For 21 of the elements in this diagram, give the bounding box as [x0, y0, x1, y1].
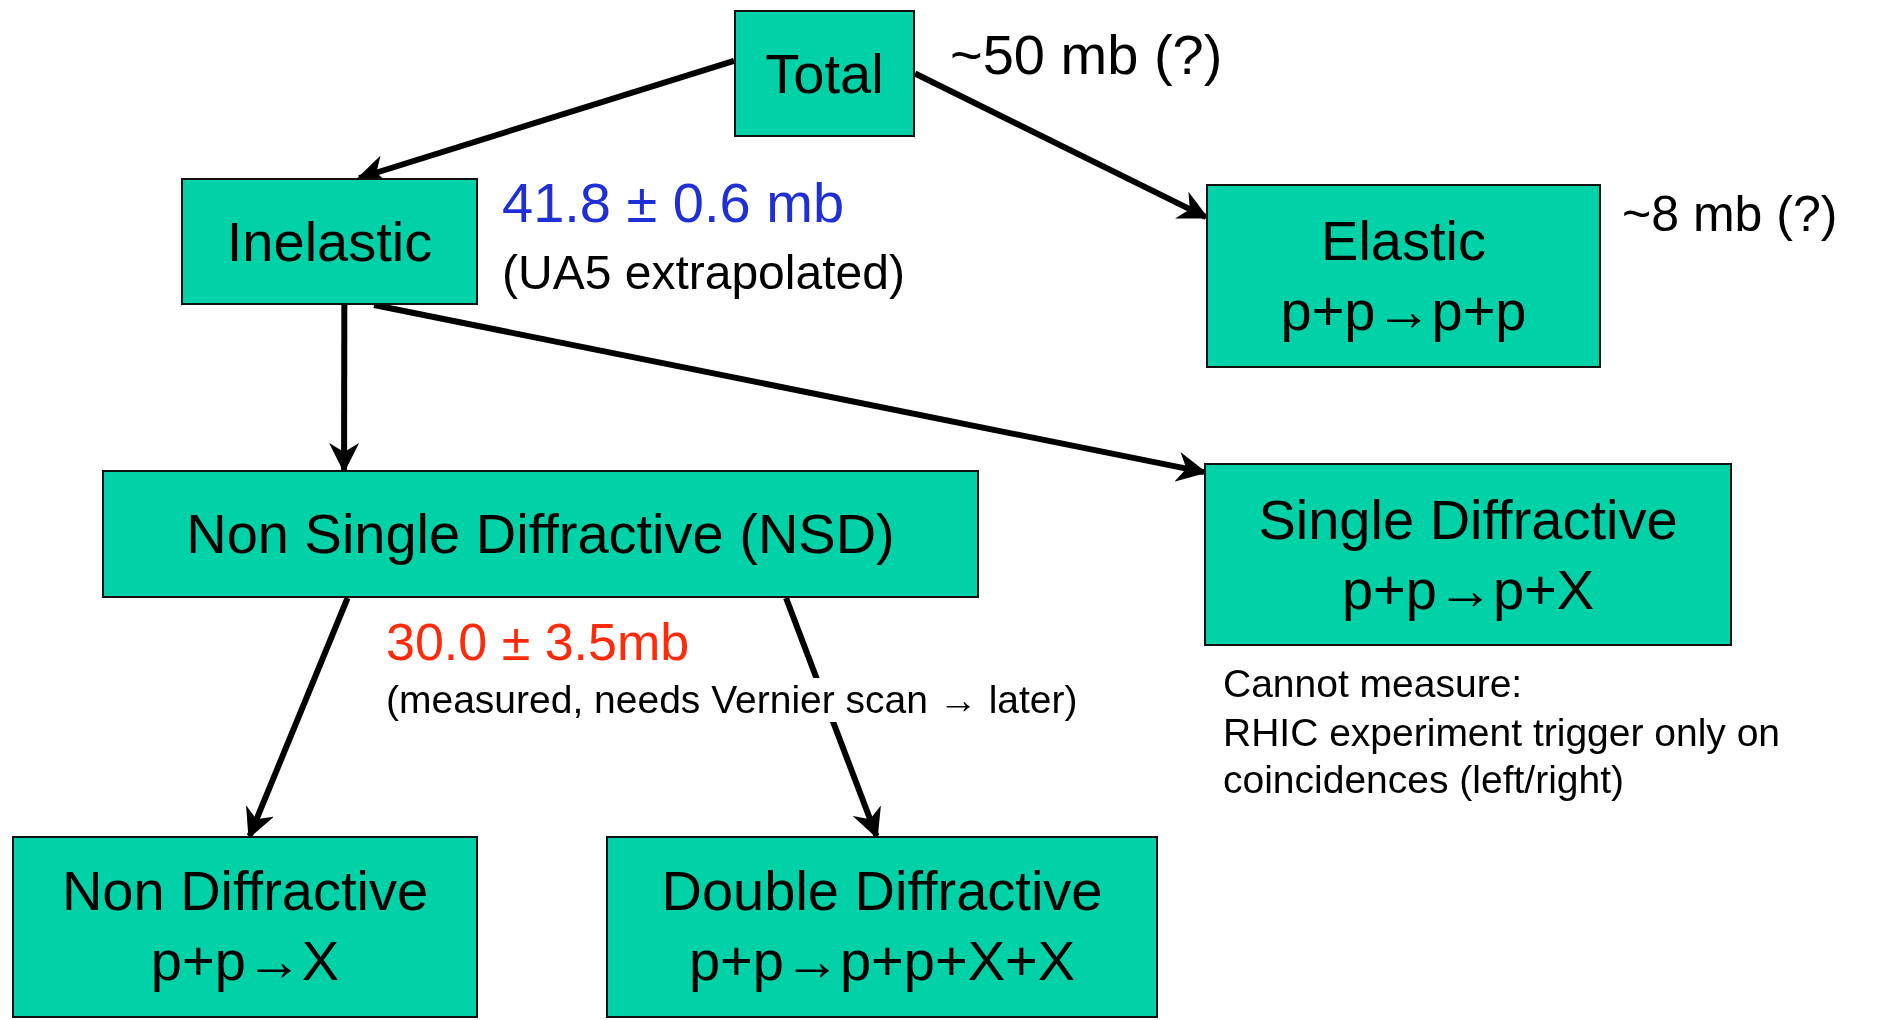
reaction-formula: p+p→p+p [1280, 278, 1527, 344]
node-title: Inelastic [226, 208, 433, 275]
annotation-note: (measured, needs Vernier scan → later) [386, 678, 1078, 722]
reaction-formula: p+p→p+p+X+X [688, 928, 1076, 994]
process-box [606, 836, 1158, 1018]
node-title: Double Diffractive [661, 858, 1103, 924]
process-box [102, 470, 979, 598]
process-box [12, 836, 478, 1018]
node-title: Elastic [1321, 208, 1486, 274]
arrow [329, 305, 360, 473]
node-title: Non Diffractive [61, 858, 429, 924]
node-title: Total [765, 40, 884, 107]
process-box [734, 10, 915, 137]
node-title: Non Single Diffractive (NSD) [186, 501, 895, 567]
reaction-formula: p+p→X [150, 928, 340, 994]
node-title: Single Diffractive [1258, 486, 1678, 553]
process-box [1204, 463, 1732, 646]
reaction-formula: p+p→p+X [1341, 556, 1595, 623]
arrow [246, 596, 351, 839]
process-box [1206, 184, 1601, 368]
process-box [181, 178, 478, 305]
